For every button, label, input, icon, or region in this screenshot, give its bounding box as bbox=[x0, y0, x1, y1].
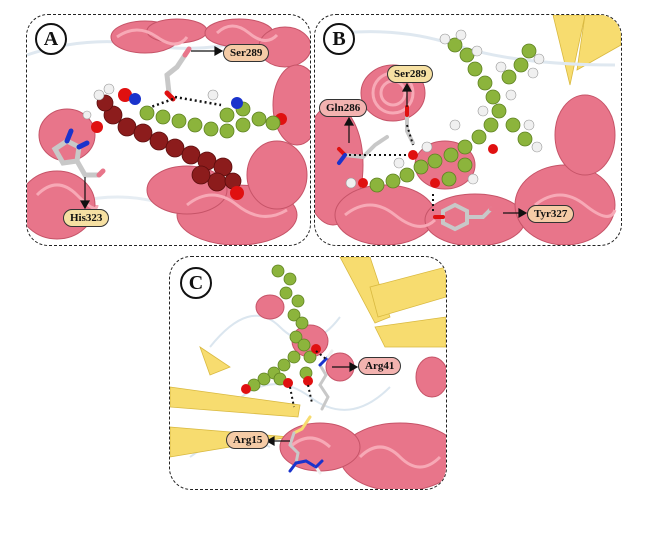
hbonds-b bbox=[349, 124, 434, 211]
ligand-green-b bbox=[369, 37, 537, 193]
panel-c: C Arg41 Arg15 bbox=[169, 256, 447, 490]
residue-label-gln286-b: Gln286 bbox=[319, 99, 368, 117]
sheets-c bbox=[170, 257, 446, 458]
panel-b-structure bbox=[315, 15, 621, 245]
residue-label-arg15-c: Arg15 bbox=[226, 431, 270, 449]
hbonds-c bbox=[289, 350, 327, 408]
ligand-oxygens-b bbox=[358, 144, 498, 188]
helix-ridges-c bbox=[288, 436, 442, 469]
residue-his323-a bbox=[51, 128, 106, 178]
residue-arg15-c bbox=[288, 415, 324, 475]
ligand-green-c bbox=[247, 264, 317, 392]
residue-label-his323-a: His323 bbox=[63, 209, 110, 227]
hbonds-a bbox=[150, 95, 222, 109]
ligand-nitrogens-a bbox=[129, 93, 243, 109]
arrows-b bbox=[343, 82, 528, 219]
residue-ser289-b bbox=[405, 105, 415, 145]
ligand-hydrogens-b bbox=[345, 29, 545, 189]
helix-group-c bbox=[255, 294, 446, 489]
residue-label-ser289-b: Ser289 bbox=[387, 65, 434, 83]
panel-c-structure bbox=[170, 257, 446, 489]
panel-letter-b: B bbox=[323, 23, 355, 55]
ligand-oxygens-c bbox=[241, 344, 321, 394]
arrows-a bbox=[79, 45, 224, 210]
panel-a-structure bbox=[27, 18, 310, 245]
residue-label-ser289-a: Ser289 bbox=[223, 44, 270, 62]
helix-ridges-a bbox=[35, 24, 288, 218]
panel-a: A Ser289 His323 bbox=[26, 14, 311, 246]
ligand-green-a bbox=[139, 101, 281, 139]
residue-label-tyr327-b: Tyr327 bbox=[527, 205, 575, 223]
panel-letter-c: C bbox=[180, 267, 212, 299]
residue-label-arg41-c: Arg41 bbox=[358, 357, 402, 375]
residue-arg41-c bbox=[318, 349, 334, 411]
residue-ser289-a bbox=[164, 46, 192, 102]
residue-tyr327-b bbox=[433, 202, 503, 232]
ligand-hydrogens-a bbox=[82, 83, 219, 120]
panel-b: B Gln286 Ser289 Tyr327 bbox=[314, 14, 622, 246]
panel-letter-a: A bbox=[35, 23, 67, 55]
sheet-b bbox=[552, 15, 621, 86]
arrows-c bbox=[265, 361, 359, 447]
